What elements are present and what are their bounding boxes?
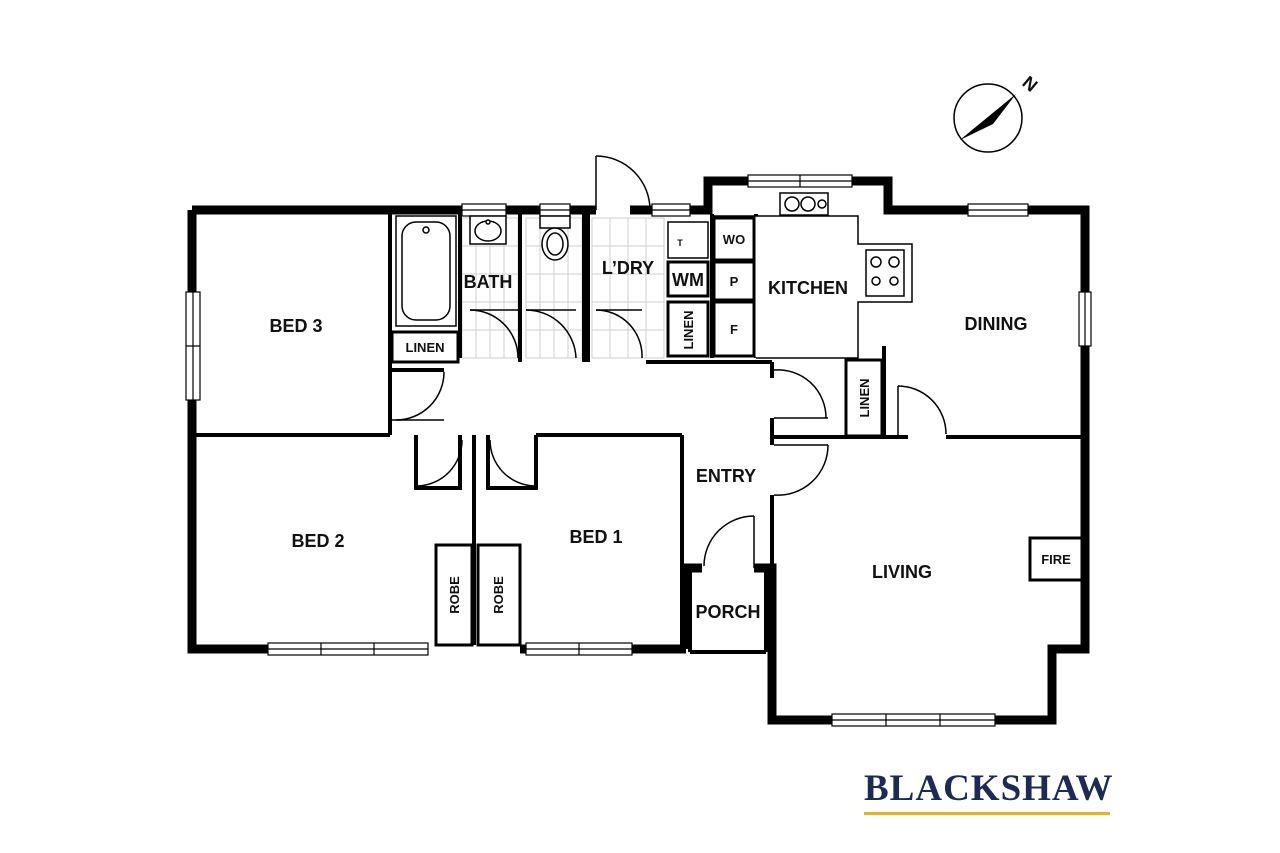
north-arrow [953, 83, 1023, 153]
door-porch [703, 515, 755, 568]
window-bed3 [185, 291, 201, 401]
door-bath [469, 309, 519, 359]
room-bath: BATH [464, 272, 513, 292]
internal-walls [196, 214, 1083, 654]
window-dining-top [967, 203, 1029, 217]
robe-bed2-label: ROBE [447, 576, 462, 614]
wo-label: WO [723, 232, 745, 247]
basin [469, 215, 507, 245]
room-porch: PORCH [695, 602, 760, 622]
wm-label: WM [672, 270, 704, 290]
room-entry: ENTRY [696, 466, 756, 486]
door-bed1 [489, 436, 537, 488]
door-bed2 [415, 436, 463, 488]
tub-label: T [677, 238, 683, 248]
brand-logo: BLACKSHAW [864, 768, 1114, 815]
brand-name: BLACKSHAW [864, 768, 1114, 809]
linen-laundry-label: LINEN [681, 311, 696, 350]
window-wc [539, 203, 571, 217]
fridge-label: F [730, 322, 738, 337]
room-kitchen: KITCHEN [768, 278, 848, 298]
room-living: LIVING [872, 562, 932, 582]
door-dining [897, 385, 947, 437]
window-bed1 [525, 642, 633, 656]
window-bath [461, 203, 507, 217]
window-living [831, 713, 996, 727]
room-labels: BED 3 BATH L’DRY KITCHEN DINING BED 2 BE… [269, 258, 1027, 622]
linen-dining-label: LINEN [857, 379, 872, 418]
doors [392, 155, 947, 568]
window-laundry [651, 203, 691, 217]
window-bed2 [267, 642, 429, 656]
door-bed3 [392, 371, 445, 421]
fire-label: FIRE [1041, 552, 1071, 567]
pantry-label: P [730, 274, 739, 289]
door-entry-hall [773, 369, 828, 419]
door-wc [525, 309, 577, 359]
windows [185, 174, 1092, 727]
fixture-labels: LINEN WM WO P F LINEN LINEN ROBE ROBE FI… [406, 232, 1072, 614]
door-entry-living [773, 444, 829, 496]
room-bed1: BED 1 [569, 527, 622, 547]
north-label: N [1019, 72, 1042, 96]
kitchen-bench [712, 192, 913, 359]
cupboards [390, 216, 1084, 647]
linen-bath-label: LINEN [406, 340, 445, 355]
window-kitchen [747, 174, 853, 188]
door-laundry-ext [595, 155, 651, 211]
brand-underline [864, 812, 1110, 815]
robe-bed1-label: ROBE [491, 576, 506, 614]
room-dining: DINING [965, 314, 1028, 334]
room-laundry: L’DRY [602, 258, 654, 278]
laundry-tub [667, 221, 709, 259]
room-bed2: BED 2 [291, 531, 344, 551]
wet-area-tiles [461, 217, 665, 359]
toilet [539, 215, 571, 261]
bathtub [395, 215, 457, 327]
door-laundry-int [595, 309, 643, 359]
room-bed3: BED 3 [269, 316, 322, 336]
window-dining-side [1078, 291, 1092, 347]
